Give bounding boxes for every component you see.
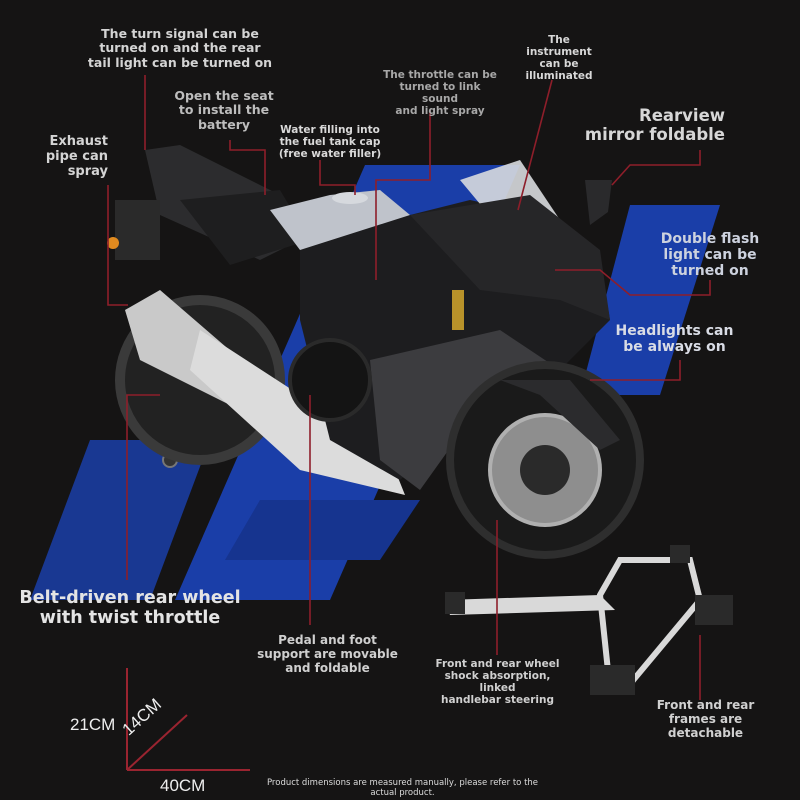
leader-seat <box>229 140 266 195</box>
dimension-line-width <box>126 714 188 771</box>
blue-band-lower <box>30 440 210 600</box>
dimension-height: 21CM <box>70 715 116 734</box>
front-hub <box>520 445 570 495</box>
callout-pedal-support: Pedal and foot support are movable and f… <box>257 633 398 675</box>
dimension-length: 40CM <box>160 776 206 795</box>
engine <box>288 338 372 422</box>
dimension-lines <box>126 668 250 771</box>
leader-belt-driven <box>126 394 160 580</box>
callout-frames-detachable: Front and rear frames are detachable <box>656 698 755 740</box>
front-fork-gold <box>452 290 464 330</box>
callout-instrument: The instrument can be illuminated <box>525 34 593 83</box>
front-wheel-stand <box>445 545 733 695</box>
callout-shock-absorption: Front and rear wheel shock absorption, l… <box>435 658 560 707</box>
leader-instrument <box>517 79 553 211</box>
blue-band-right <box>580 205 720 395</box>
leader-throttle <box>375 110 431 280</box>
callout-rearview-mirror: Rearview mirror foldable <box>584 106 725 144</box>
fuel-tank-cap <box>332 192 368 204</box>
leader-double-flash <box>555 269 711 296</box>
front-fender <box>500 380 620 450</box>
callout-seat-battery: Open the seat to install the battery <box>174 88 274 132</box>
leader-water-filling <box>319 160 356 195</box>
rear-turn-signal <box>107 237 119 249</box>
front-nose <box>410 195 610 320</box>
blue-band-bottom <box>225 500 420 560</box>
callout-leader-lines <box>107 75 711 700</box>
rearview-mirror <box>585 180 612 225</box>
callout-double-flash: Double flash light can be turned on <box>660 231 760 280</box>
callout-turn-signal: The turn signal can be turned on and the… <box>87 26 273 70</box>
license-plate-holder <box>115 200 160 260</box>
callout-water-filling: Water filling into the fuel tank cap (fr… <box>278 124 382 161</box>
callout-throttle: The throttle can be turned to link sound… <box>383 69 497 118</box>
leader-mirror <box>611 150 701 186</box>
callout-exhaust: Exhaust pipe can spray <box>45 134 108 179</box>
leader-headlights <box>590 360 681 381</box>
callout-headlights: Headlights can be always on <box>615 323 734 356</box>
dimension-disclaimer: Product dimensions are measured manually… <box>266 778 539 798</box>
leader-exhaust <box>107 185 128 306</box>
swingarm <box>190 330 405 495</box>
callout-belt-driven: Belt-driven rear wheel with twist thrott… <box>19 588 241 629</box>
